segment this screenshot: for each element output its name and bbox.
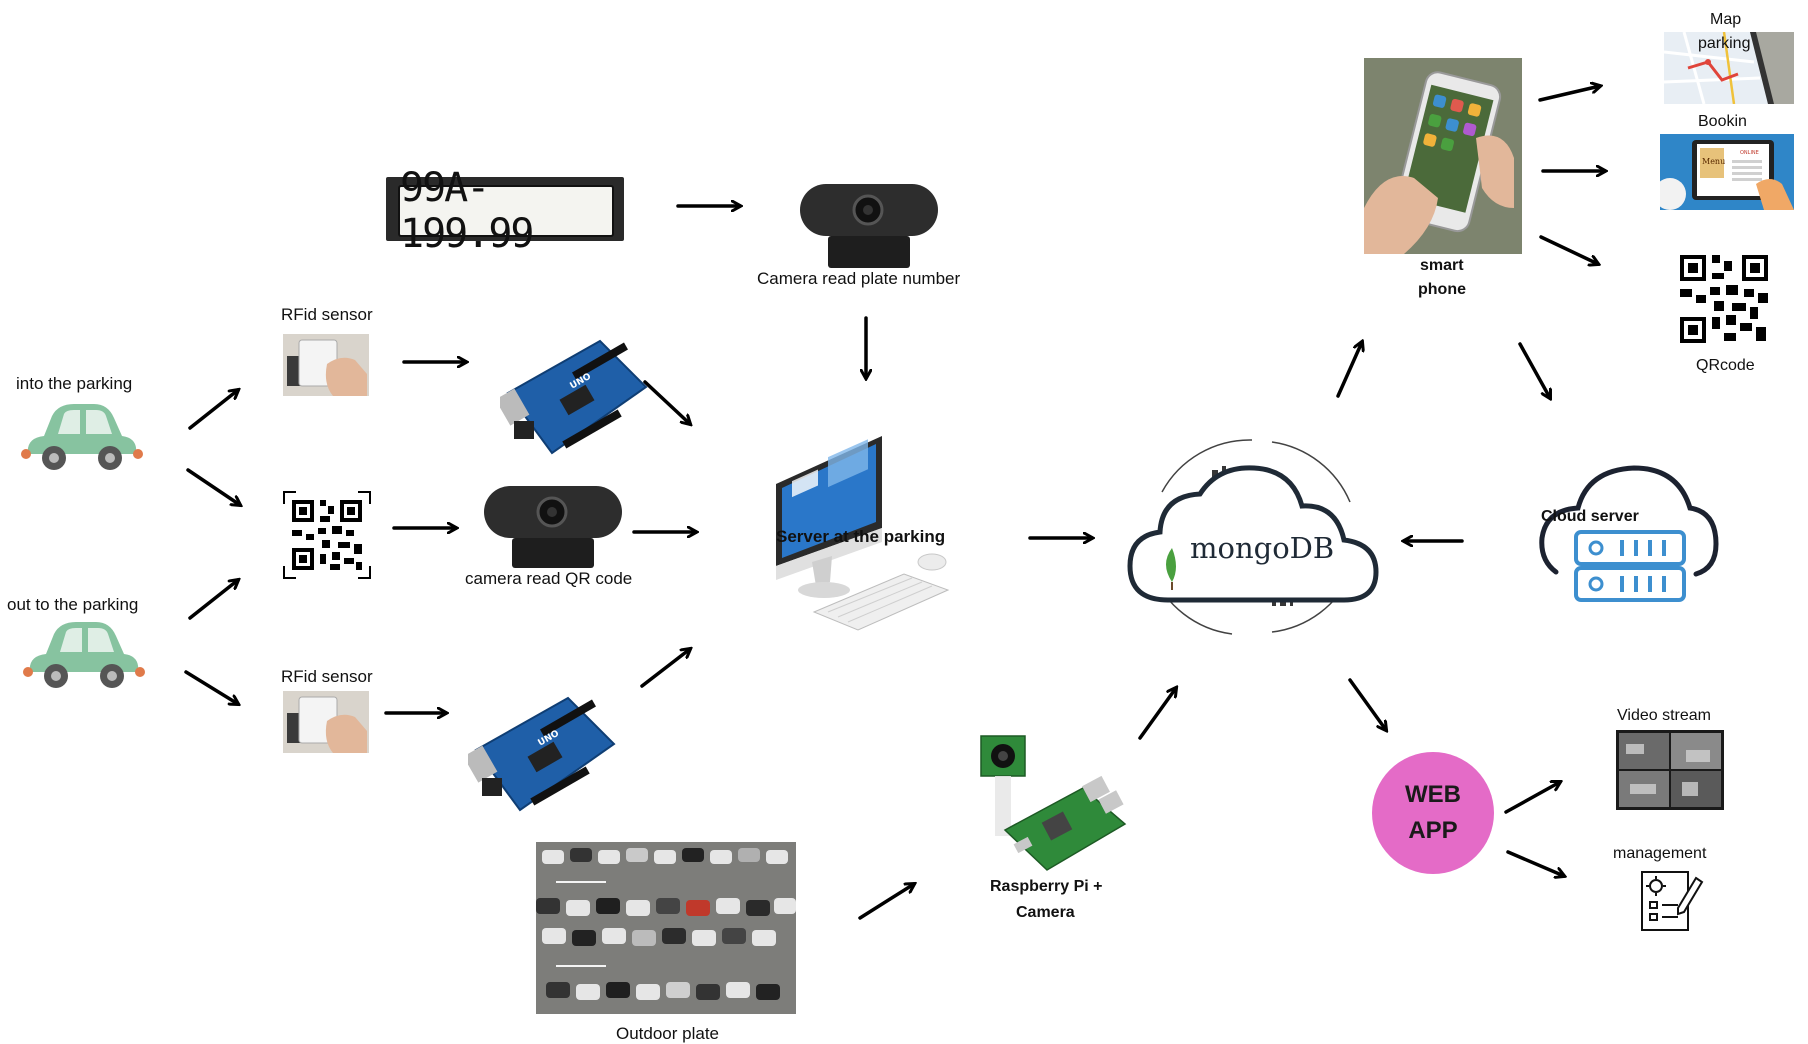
label-smartphone-1: smart	[1420, 257, 1464, 274]
label-qrcode: QRcode	[1696, 357, 1755, 374]
label-rpi-1: Raspberry Pi +	[990, 878, 1103, 895]
label-management: management	[1613, 845, 1707, 862]
label-server: Server at the parking	[776, 527, 946, 546]
cloud-server-icon	[1539, 465, 1719, 602]
rfid-card-icon	[283, 334, 369, 396]
label-smartphone-2: phone	[1418, 281, 1466, 298]
arrow-car-out-rfid	[184, 670, 238, 704]
arrow-arduino-server-bottom	[640, 649, 690, 688]
label-into-parking: into the parking	[16, 374, 133, 393]
arrow-mongo-webapp	[1348, 678, 1386, 730]
qr-code-icon	[283, 491, 371, 579]
parking-lot-photo	[536, 842, 796, 1014]
video-stream-icon	[1616, 730, 1724, 810]
label-booking: Bookin	[1698, 113, 1747, 130]
label-map-1: Map	[1710, 11, 1742, 28]
label-camera-plate: Camera read plate number	[757, 269, 961, 288]
arrow-rpi-mongo	[1138, 688, 1176, 740]
arrow-webapp-management	[1506, 850, 1564, 876]
arduino-board-icon: UNO	[500, 339, 648, 455]
arduino-board-icon: UNO	[468, 696, 616, 812]
desktop-computer-icon	[776, 436, 950, 631]
booking-online-text: ONLINE	[1740, 150, 1759, 156]
booking-icon: Menu ONLINE	[1660, 134, 1794, 210]
label-rfid-top: RFid sensor	[281, 305, 373, 324]
car-icon	[23, 622, 145, 688]
label-map-2: parking	[1698, 35, 1751, 52]
label-mongodb: mongoDB	[1190, 531, 1335, 565]
arrow-mongo-phone	[1336, 342, 1362, 398]
raspberry-pi-icon	[980, 735, 1127, 871]
arrow-phone-map	[1538, 86, 1600, 102]
label-web-app: WEB APP	[1405, 781, 1461, 844]
arrow-lot-rpi	[858, 884, 914, 920]
qr-code-icon	[1680, 255, 1768, 343]
management-icon	[1641, 871, 1704, 931]
car-icon	[21, 404, 143, 470]
arrow-webapp-video	[1504, 782, 1560, 814]
arrow-car-in-qr	[186, 468, 240, 505]
label-rpi-2: Camera	[1016, 904, 1075, 921]
arrow-car-out-qr	[188, 580, 238, 620]
plate-number: 99A-199.99	[400, 165, 535, 257]
rfid-card-icon	[283, 691, 369, 753]
label-rfid-bottom: RFid sensor	[281, 667, 373, 686]
web-app-circle: WEB APP	[1372, 752, 1494, 874]
label-out-parking: out to the parking	[7, 595, 139, 614]
map-icon	[1664, 32, 1794, 104]
smartphone-icon	[1364, 58, 1522, 254]
mongodb-cloud-icon	[1127, 439, 1379, 635]
webcam-icon	[800, 184, 938, 268]
arrow-qr-cloud	[1518, 342, 1550, 398]
label-cloud-server: Cloud server	[1541, 508, 1639, 525]
arrow-arduino-server-top	[643, 380, 690, 424]
label-video-stream: Video stream	[1617, 707, 1711, 724]
label-outdoor-plate: Outdoor plate	[616, 1024, 720, 1043]
booking-menu-text: Menu	[1702, 157, 1725, 166]
webcam-icon	[484, 486, 622, 568]
arrow-car-in-rfid	[188, 390, 238, 430]
label-camera-qr: camera read QR code	[465, 569, 633, 588]
license-plate-icon: 99A-199.99	[386, 165, 624, 257]
arrow-phone-qr	[1539, 235, 1598, 264]
